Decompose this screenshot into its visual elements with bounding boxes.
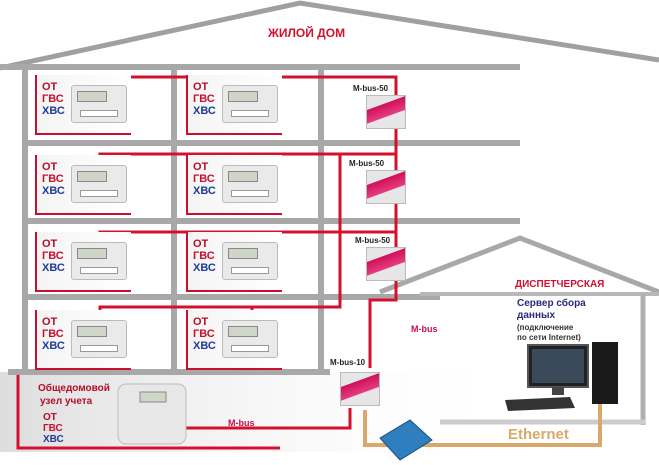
label-ot: ОТ bbox=[42, 316, 58, 328]
label-gvs: ГВС bbox=[193, 93, 215, 105]
label-ot: ОТ bbox=[193, 161, 209, 173]
mbus-10-module bbox=[340, 372, 380, 406]
server-note: (подключение bbox=[517, 323, 574, 332]
common-node-title: Общедомовой bbox=[38, 383, 110, 394]
label-ot: ОТ bbox=[42, 81, 58, 93]
ethernet-converter-icon bbox=[379, 419, 433, 461]
main-roof bbox=[0, 0, 659, 71]
dispatch-roof bbox=[379, 235, 659, 295]
label-ot: ОТ bbox=[193, 81, 209, 93]
label-gvs: ГВС bbox=[193, 250, 215, 262]
label-ot: ОТ bbox=[42, 161, 58, 173]
heat-meter-device bbox=[222, 85, 278, 123]
house-title: ЖИЛОЙ ДОМ bbox=[268, 26, 346, 40]
dispatch-title: ДИСПЕТЧЕРСКАЯ bbox=[515, 279, 605, 290]
common-node-subtitle: узел учета bbox=[40, 396, 93, 407]
label-ot: ОТ bbox=[43, 412, 57, 423]
mbus-label-bottom: M-bus bbox=[228, 418, 255, 428]
label-ot: ОТ bbox=[193, 238, 209, 250]
label-gvs: ГВС bbox=[42, 328, 64, 340]
common-meter-device bbox=[117, 383, 187, 445]
label-gvs: ГВС bbox=[43, 423, 63, 434]
mbus-label: M-bus bbox=[411, 324, 438, 334]
heat-meter-device bbox=[71, 320, 127, 358]
label-hvs: ХВС bbox=[193, 262, 216, 274]
label-hvs: ХВС bbox=[193, 340, 216, 352]
label-gvs: ГВС bbox=[193, 328, 215, 340]
heat-meter-device bbox=[222, 242, 278, 280]
server-title-2: данных bbox=[517, 310, 556, 321]
label-ot: ОТ bbox=[42, 238, 58, 250]
module-label: M-bus-50 bbox=[355, 236, 391, 245]
label-gvs: ГВС bbox=[42, 250, 64, 262]
label-hvs: ХВС bbox=[193, 105, 216, 117]
heat-meter-device bbox=[71, 242, 127, 280]
label-hvs: ХВС bbox=[193, 185, 216, 197]
label-hvs: ХВС bbox=[42, 340, 65, 352]
ethernet-label: Ethernet bbox=[508, 426, 569, 443]
server-computer-icon bbox=[505, 342, 618, 411]
module-label: M-bus-50 bbox=[353, 84, 389, 93]
floors bbox=[0, 64, 520, 375]
label-gvs: ГВС bbox=[193, 173, 215, 185]
server-note-2: по сети Internet) bbox=[517, 333, 581, 342]
label-gvs: ГВС bbox=[42, 173, 64, 185]
mbus-module bbox=[366, 95, 406, 129]
ethernet-line bbox=[363, 402, 602, 447]
ground-floor-shade bbox=[0, 372, 520, 452]
label-ot: ОТ bbox=[193, 316, 209, 328]
server-title: Сервер сбора bbox=[517, 298, 586, 309]
label-hvs: ХВС bbox=[42, 185, 65, 197]
heat-meter-device bbox=[222, 320, 278, 358]
label-gvs: ГВС bbox=[42, 93, 64, 105]
label-hvs: ХВС bbox=[42, 262, 65, 274]
mbus-module bbox=[366, 247, 406, 281]
heat-meter-device bbox=[71, 165, 127, 203]
module-label: M-bus-10 bbox=[330, 358, 366, 367]
module-label: M-bus-50 bbox=[349, 159, 385, 168]
heat-meter-device bbox=[222, 165, 278, 203]
label-hvs: ХВС bbox=[43, 434, 64, 445]
heat-meter-device bbox=[71, 85, 127, 123]
mbus-module bbox=[366, 170, 406, 204]
label-hvs: ХВС bbox=[42, 105, 65, 117]
